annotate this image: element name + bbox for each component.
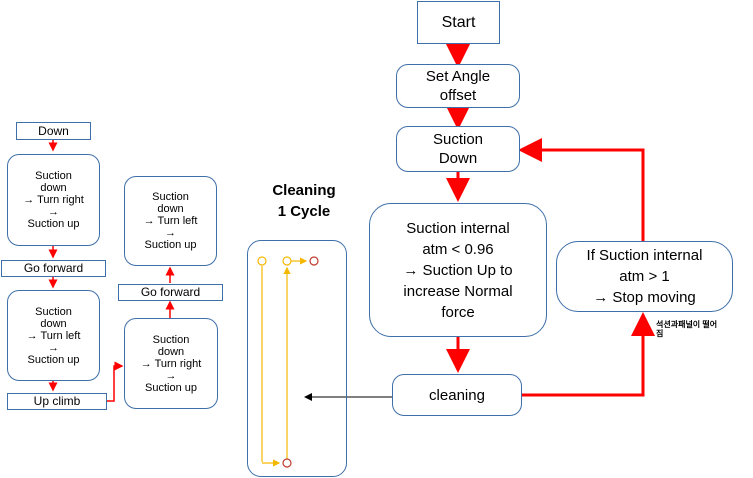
if-suction-node: If Suction internal atm > 1 → Stop movin… [556,241,733,312]
step1-label: Suction down → Turn right → Suction up [23,170,84,230]
go-forward-1-node: Go forward [1,260,106,277]
arrow-cleaning-to-if [522,312,655,397]
go-forward-1-label: Go forward [23,261,84,275]
set-angle-label: Set Angle offset [425,68,491,104]
cycle-point-top-end [309,256,319,266]
suction-internal-label: Suction internal atm < 0.96 → Suction Up… [403,219,513,321]
up-climb-label: Up climb [33,394,81,408]
cycle-title: Cleaning 1 Cycle [272,182,336,220]
go-forward-2-label: Go forward [140,285,201,299]
start-label: Start [441,13,476,31]
arrow-upclimb-to-step3 [107,361,124,402]
cycle-point-top-middle [282,256,292,266]
go-forward-2-node: Go forward [118,284,223,301]
start-node: Start [417,1,500,44]
set-angle-node: Set Angle offset [396,64,520,108]
step4-node: Suction down → Turn left → Suction up [124,176,217,266]
suction-down-label: Suction Down [432,131,484,167]
down-node: Down [16,122,91,140]
cycle-point-bottom [282,458,292,468]
step3-label: Suction down → Turn right → Suction up [140,333,202,394]
cleaning-label: cleaning [429,386,485,404]
cycle-point-start [257,256,267,266]
cycle-path [257,256,319,468]
step2-node: Suction down → Turn left → Suction up [7,290,100,381]
cleaning-node: cleaning [392,374,522,416]
up-climb-node: Up climb [7,393,107,410]
korean-note: 석션과패널이 떨어 짐 [656,320,718,338]
step1-node: Suction down → Turn right → Suction up [7,154,100,246]
suction-internal-node: Suction internal atm < 0.96 → Suction Up… [369,203,547,337]
step3-node: Suction down → Turn right → Suction up [124,318,218,409]
step4-label: Suction down → Turn left → Suction up [143,191,198,251]
suction-down-node: Suction Down [396,126,520,172]
if-suction-label: If Suction internal atm > 1 → Stop movin… [586,247,703,306]
down-label: Down [38,123,69,138]
step2-label: Suction down → Turn left → Suction up [26,305,81,366]
arrow-if-to-suction [518,138,645,241]
cycle-panel [247,240,347,477]
